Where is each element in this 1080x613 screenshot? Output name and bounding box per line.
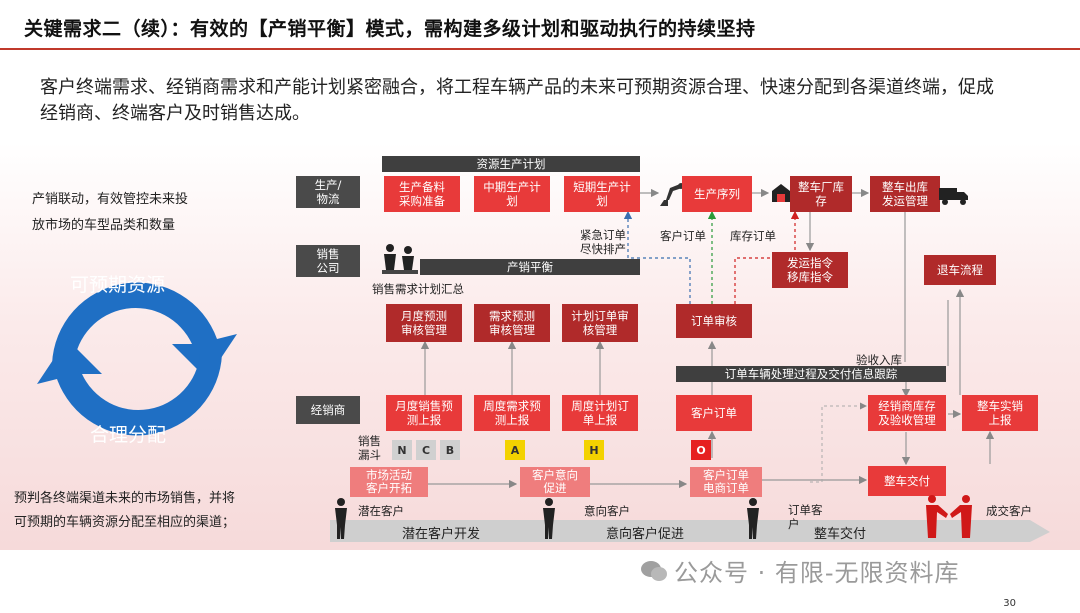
box-dealer-inventory: 经销商库存 及验收管理 xyxy=(868,395,946,431)
cycle-top-label: 可预期资源 xyxy=(70,274,166,296)
intro-text: 客户终端需求、经销商需求和产能计划紧密融合，将工程车辆产品的未来可预期资源合理、… xyxy=(40,77,994,124)
stage-intent-customer: 意向客户 xyxy=(584,504,630,518)
box-short-plan: 短期生产计 划 xyxy=(564,176,640,212)
watermark-text: 公众号 · 有限-无限资料库 xyxy=(674,559,960,587)
bar-production-balance: 产销平衡 xyxy=(420,259,640,275)
stage-order-customer: 订单客 户 xyxy=(788,503,823,531)
box-monthly-forecast-review: 月度预测 审核管理 xyxy=(386,304,462,342)
person-icon-order xyxy=(747,498,759,539)
stage-arrow-delivery: 整车交付 xyxy=(814,527,867,542)
page-title: 关键需求二（续）：有效的【产销平衡】模式，需构建多级计划和驱动执行的持续坚持 xyxy=(24,18,756,40)
cycle-diagram xyxy=(37,282,237,436)
label-stock-order: 库存订单 xyxy=(730,229,776,243)
cycle-arrow-bottom xyxy=(37,339,222,436)
cycle-bottom-label: 合理分配 xyxy=(90,424,167,446)
box-actual-sales-report: 整车实销 上报 xyxy=(962,395,1038,431)
truck-icon xyxy=(939,188,968,205)
watermark: 公众号 · 有限-无限资料库 xyxy=(640,553,960,588)
cycle-arrow-top xyxy=(52,282,237,379)
left-bottom-text-1: 预判各终端渠道未来的市场销售，并将 xyxy=(14,491,236,506)
box-production-sequence: 生产序列 xyxy=(682,176,752,212)
box-material-prep: 生产备料 采购准备 xyxy=(384,176,460,212)
funnel-tag-h: H xyxy=(584,440,604,460)
stage-arrow-band xyxy=(330,520,1050,542)
person-icon-potential xyxy=(335,498,347,539)
bar-order-tracking: 订单车辆处理过程及交付信息跟踪 xyxy=(676,366,946,382)
bar-resource-plan: 资源生产计划 xyxy=(382,156,640,172)
funnel-tag-b: B xyxy=(440,440,460,460)
row-label-production: 生产/ 物流 xyxy=(296,176,360,208)
handshake-people-icon xyxy=(926,495,972,538)
box-mid-plan: 中期生产计 划 xyxy=(474,176,550,212)
box-factory-inventory: 整车厂库 存 xyxy=(790,176,852,212)
page-number: 30 xyxy=(1003,598,1016,609)
label-receive-inbound: 验收入库 xyxy=(856,353,902,367)
left-top-text-2: 放市场的车型品类和数量 xyxy=(32,218,176,233)
label-demand-summary: 销售需求计划汇总 xyxy=(372,282,464,296)
stage-closed-customer: 成交客户 xyxy=(986,504,1032,518)
box-order-review: 订单审核 xyxy=(676,304,752,338)
title-divider xyxy=(0,48,1080,50)
box-shipping-mgmt: 整车出库 发运管理 xyxy=(870,176,940,212)
wechat-icon xyxy=(641,560,667,581)
funnel-tag-a: A xyxy=(505,440,525,460)
box-return-process: 退车流程 xyxy=(924,255,996,285)
funnel-tag-n: N xyxy=(392,440,412,460)
stage-arrow-intent-promo: 意向客户促进 xyxy=(606,527,685,542)
left-bottom-text-2: 可预期的车辆资源分配至相应的渠道； xyxy=(14,515,236,530)
funnel-tag-o: O xyxy=(691,440,711,460)
box-intent-promotion: 客户意向 促进 xyxy=(520,467,590,497)
box-monthly-sales-report: 月度销售预 测上报 xyxy=(386,395,462,431)
label-customer-order: 客户订单 xyxy=(660,229,706,243)
left-top-text-1: 产销联动，有效管控未来投 xyxy=(32,192,189,207)
row-label-funnel: 销售 漏斗 xyxy=(358,434,381,462)
box-weekly-demand-report: 周度需求预 测上报 xyxy=(474,395,550,431)
box-customer-order: 客户订单 xyxy=(676,395,752,431)
stage-arrow-potential-dev: 潜在客户开发 xyxy=(402,527,481,542)
box-vehicle-delivery: 整车交付 xyxy=(868,466,946,496)
stage-potential-customer: 潜在客户 xyxy=(358,504,404,518)
row-label-dealer: 经销商 xyxy=(296,396,360,424)
person-icon-intent xyxy=(543,498,555,539)
box-demand-forecast-review: 需求预测 审核管理 xyxy=(474,304,550,342)
meeting-people-icon xyxy=(382,244,418,274)
box-order-ecommerce: 客户订单 电商订单 xyxy=(690,467,762,497)
box-shipping-command: 发运指令 移库指令 xyxy=(772,252,848,288)
row-label-sales-company: 销售 公司 xyxy=(296,245,360,277)
label-urgent-order: 紧急订单 尽快排产 xyxy=(580,228,626,256)
box-weekly-plan-report: 周度计划订 单上报 xyxy=(562,395,638,431)
funnel-tag-c: C xyxy=(416,440,436,460)
warehouse-icon xyxy=(772,184,790,202)
box-market-activity: 市场活动 客户开拓 xyxy=(350,467,428,497)
box-plan-order-review: 计划订单审 核管理 xyxy=(562,304,638,342)
